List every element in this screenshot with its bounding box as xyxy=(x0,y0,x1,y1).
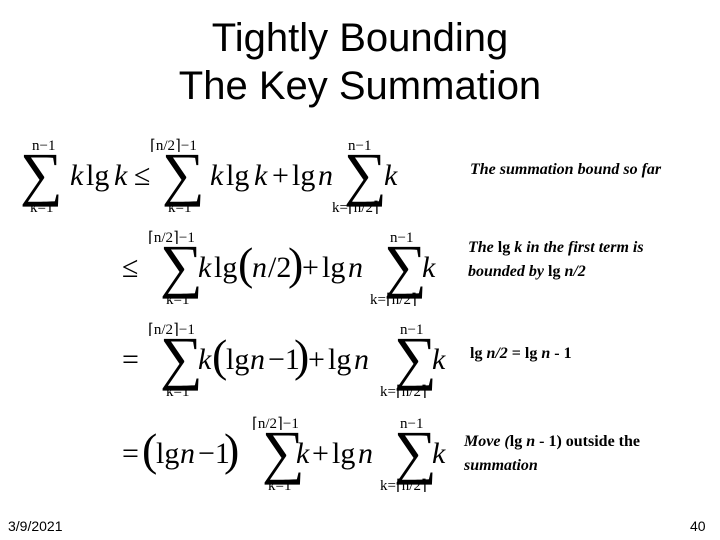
svg-text:n−1: n−1 xyxy=(390,230,413,246)
svg-text:k=1: k=1 xyxy=(166,384,189,400)
svg-text:⌈n/2⌉−1: ⌈n/2⌉−1 xyxy=(252,416,299,432)
svg-text:k=⌈n/2⌉: k=⌈n/2⌉ xyxy=(332,200,379,216)
svg-text:n: n xyxy=(252,251,267,284)
footer-date: 3/9/2021 xyxy=(8,518,63,534)
svg-text:n: n xyxy=(354,343,369,376)
svg-text:k=1: k=1 xyxy=(30,200,53,216)
svg-text:⌈n/2⌉−1: ⌈n/2⌉−1 xyxy=(148,322,195,338)
title-line-2: The Key Summation xyxy=(178,64,542,108)
svg-text:): ) xyxy=(224,424,239,475)
svg-text:n−1: n−1 xyxy=(400,416,423,432)
svg-text:≤: ≤ xyxy=(134,159,150,192)
page-number: 40 xyxy=(690,518,706,534)
svg-text:n−1: n−1 xyxy=(348,138,371,154)
svg-text:k: k xyxy=(198,343,212,376)
svg-text:n: n xyxy=(358,437,373,470)
svg-text:+: + xyxy=(312,437,329,470)
svg-text:lg: lg xyxy=(156,437,179,470)
svg-text:lg: lg xyxy=(226,343,249,376)
svg-text:(: ( xyxy=(212,330,227,381)
svg-text:∑: ∑ xyxy=(394,325,437,391)
svg-text:n: n xyxy=(318,159,333,192)
svg-text:⌈n/2⌉−1: ⌈n/2⌉−1 xyxy=(150,138,197,154)
svg-text:⌈n/2⌉−1: ⌈n/2⌉−1 xyxy=(148,230,195,246)
svg-text:∑: ∑ xyxy=(160,325,203,391)
svg-text:=: = xyxy=(122,437,139,470)
svg-text:∑: ∑ xyxy=(344,141,387,207)
svg-text:∑: ∑ xyxy=(162,141,205,207)
svg-text:n: n xyxy=(348,251,363,284)
svg-text:k: k xyxy=(432,437,446,470)
svg-text:/2: /2 xyxy=(268,251,291,284)
svg-text:n: n xyxy=(180,437,195,470)
svg-text:=: = xyxy=(122,343,139,376)
note-lg-k-bound: The lg k in the first term is bounded by… xyxy=(468,239,644,280)
equation-3: = ⌈n/2⌉−1 ∑ k=1 k ( lg n −1 ) + lg n n−1… xyxy=(118,316,458,408)
svg-text:+: + xyxy=(302,251,319,284)
svg-text:k: k xyxy=(254,159,268,192)
svg-text:k=1: k=1 xyxy=(268,478,291,494)
svg-text:lg: lg xyxy=(226,159,249,192)
svg-text:k: k xyxy=(422,251,436,284)
svg-text:lg: lg xyxy=(332,437,355,470)
svg-text:n−1: n−1 xyxy=(400,322,423,338)
note-move-outside: Move (lg n - 1) outside the summation xyxy=(464,433,641,474)
title-line-1: Tightly Bounding xyxy=(211,16,509,60)
svg-text:(: ( xyxy=(142,424,157,475)
svg-text:+: + xyxy=(272,159,289,192)
slide-title: Tightly Bounding The Key Summation xyxy=(0,14,720,110)
svg-text:∑: ∑ xyxy=(160,233,203,299)
svg-text:k: k xyxy=(114,159,128,192)
equation-4: = ( lg n −1 ) ⌈n/2⌉−1 ∑ k=1 k + lg n n−1… xyxy=(118,410,458,502)
svg-text:−1: −1 xyxy=(198,437,230,470)
equation-1: n−1 ∑ k=1 k lg k ≤ ⌈n/2⌉−1 ∑ k=1 k lg k … xyxy=(14,132,454,224)
equation-2: ≤ ⌈n/2⌉−1 ∑ k=1 k lg ( n /2 ) + lg n n−1… xyxy=(118,224,458,316)
svg-text:(: ( xyxy=(238,238,253,289)
svg-text:k=⌈n/2⌉: k=⌈n/2⌉ xyxy=(370,292,417,308)
svg-text:k: k xyxy=(296,437,310,470)
svg-text:k=⌈n/2⌉: k=⌈n/2⌉ xyxy=(380,478,427,494)
svg-text:≤: ≤ xyxy=(122,251,138,284)
svg-text:−1: −1 xyxy=(268,343,300,376)
note-lg-identity: lg n/2 = lg n - 1 xyxy=(470,345,572,362)
svg-text:k=⌈n/2⌉: k=⌈n/2⌉ xyxy=(380,384,427,400)
svg-text:∑: ∑ xyxy=(394,419,437,485)
svg-text:lg: lg xyxy=(86,159,109,192)
svg-text:lg: lg xyxy=(214,251,237,284)
note-summation-bound: The summation bound so far xyxy=(470,161,662,178)
svg-text:lg: lg xyxy=(292,159,315,192)
svg-text:k=1: k=1 xyxy=(166,292,189,308)
svg-text:k=1: k=1 xyxy=(168,200,191,216)
svg-text:k: k xyxy=(384,159,398,192)
svg-text:∑: ∑ xyxy=(262,419,305,485)
svg-text:∑: ∑ xyxy=(20,141,63,207)
svg-text:k: k xyxy=(198,251,212,284)
svg-text:): ) xyxy=(288,238,303,289)
svg-text:k: k xyxy=(70,159,84,192)
svg-text:+: + xyxy=(308,343,325,376)
svg-text:lg: lg xyxy=(322,251,345,284)
svg-text:lg: lg xyxy=(328,343,351,376)
svg-text:n−1: n−1 xyxy=(32,138,55,154)
svg-text:∑: ∑ xyxy=(384,233,427,299)
svg-text:): ) xyxy=(294,330,309,381)
svg-text:n: n xyxy=(250,343,265,376)
svg-text:k: k xyxy=(210,159,224,192)
svg-text:k: k xyxy=(432,343,446,376)
